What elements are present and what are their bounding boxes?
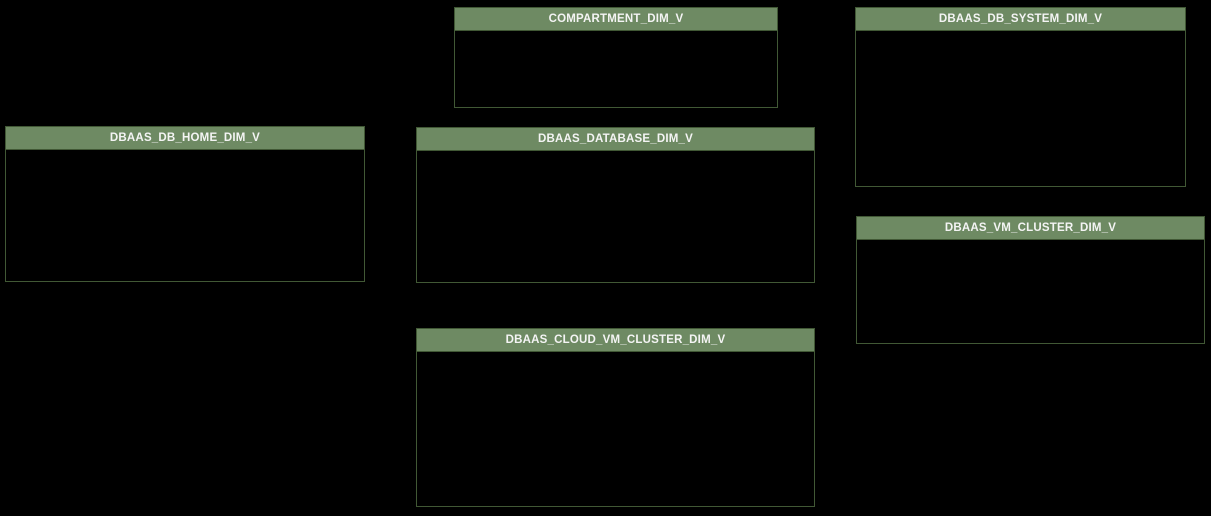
entity-body bbox=[6, 150, 364, 281]
entity-title: DBAAS_VM_CLUSTER_DIM_V bbox=[944, 222, 1117, 234]
entity-header[interactable]: COMPARTMENT_DIM_V bbox=[455, 8, 777, 31]
entity-dbaas-db-home-dim-v[interactable]: DBAAS_DB_HOME_DIM_V bbox=[5, 126, 365, 282]
entity-body bbox=[455, 31, 777, 107]
entity-title: DBAAS_CLOUD_VM_CLUSTER_DIM_V bbox=[505, 334, 726, 346]
entity-dbaas-db-system-dim-v[interactable]: DBAAS_DB_SYSTEM_DIM_V bbox=[855, 7, 1186, 187]
entity-header[interactable]: DBAAS_DB_SYSTEM_DIM_V bbox=[856, 8, 1185, 31]
entity-body bbox=[856, 31, 1185, 186]
entity-body bbox=[417, 151, 814, 282]
entity-compartment-dim-v[interactable]: COMPARTMENT_DIM_V bbox=[454, 7, 778, 108]
entity-title: DBAAS_DATABASE_DIM_V bbox=[537, 133, 693, 145]
entity-dbaas-vm-cluster-dim-v[interactable]: DBAAS_VM_CLUSTER_DIM_V bbox=[856, 216, 1205, 344]
entity-dbaas-cloud-vm-cluster-dim-v[interactable]: DBAAS_CLOUD_VM_CLUSTER_DIM_V bbox=[416, 328, 815, 507]
entity-dbaas-database-dim-v[interactable]: DBAAS_DATABASE_DIM_V bbox=[416, 127, 815, 283]
entity-header[interactable]: DBAAS_CLOUD_VM_CLUSTER_DIM_V bbox=[417, 329, 814, 352]
entity-body bbox=[857, 240, 1204, 343]
entity-header[interactable]: DBAAS_DATABASE_DIM_V bbox=[417, 128, 814, 151]
entity-title: DBAAS_DB_HOME_DIM_V bbox=[109, 132, 261, 144]
entity-title: DBAAS_DB_SYSTEM_DIM_V bbox=[938, 13, 1103, 25]
entity-body bbox=[417, 352, 814, 506]
entity-header[interactable]: DBAAS_VM_CLUSTER_DIM_V bbox=[857, 217, 1204, 240]
entity-title: COMPARTMENT_DIM_V bbox=[548, 13, 684, 25]
entity-header[interactable]: DBAAS_DB_HOME_DIM_V bbox=[6, 127, 364, 150]
